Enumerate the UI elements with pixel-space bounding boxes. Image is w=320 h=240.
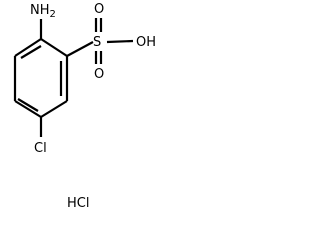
ring-bond-c1-c2 (40, 38, 68, 57)
sulfur-label: S (93, 35, 101, 50)
amino-label-subscript: 2 (50, 9, 56, 20)
ring-bond-c4-c5 (14, 100, 42, 118)
carbon-sulfur-bond (66, 41, 94, 57)
benzene-ring (13, 38, 69, 118)
oxygen-bottom-label: O (94, 67, 104, 82)
chlorine-label: Cl (34, 141, 47, 156)
amino-label-base: NH (30, 3, 50, 18)
sulfur-hydroxyl-bond (106, 39, 134, 44)
ring-double-bond-inner-2 (17, 98, 39, 112)
oxygen-top-label: O (94, 2, 104, 17)
salt-label: HCl (67, 196, 89, 211)
amino-label: NH2 (30, 3, 56, 20)
ring-bond-c6-c1 (14, 38, 42, 57)
hydroxyl-label: OH (136, 35, 156, 50)
ring-bond-c3-c4 (40, 100, 68, 118)
chemical-structure: NH2 S O O OH Cl HCl (13, 2, 156, 211)
ring-double-bond-inner-3 (20, 45, 42, 59)
